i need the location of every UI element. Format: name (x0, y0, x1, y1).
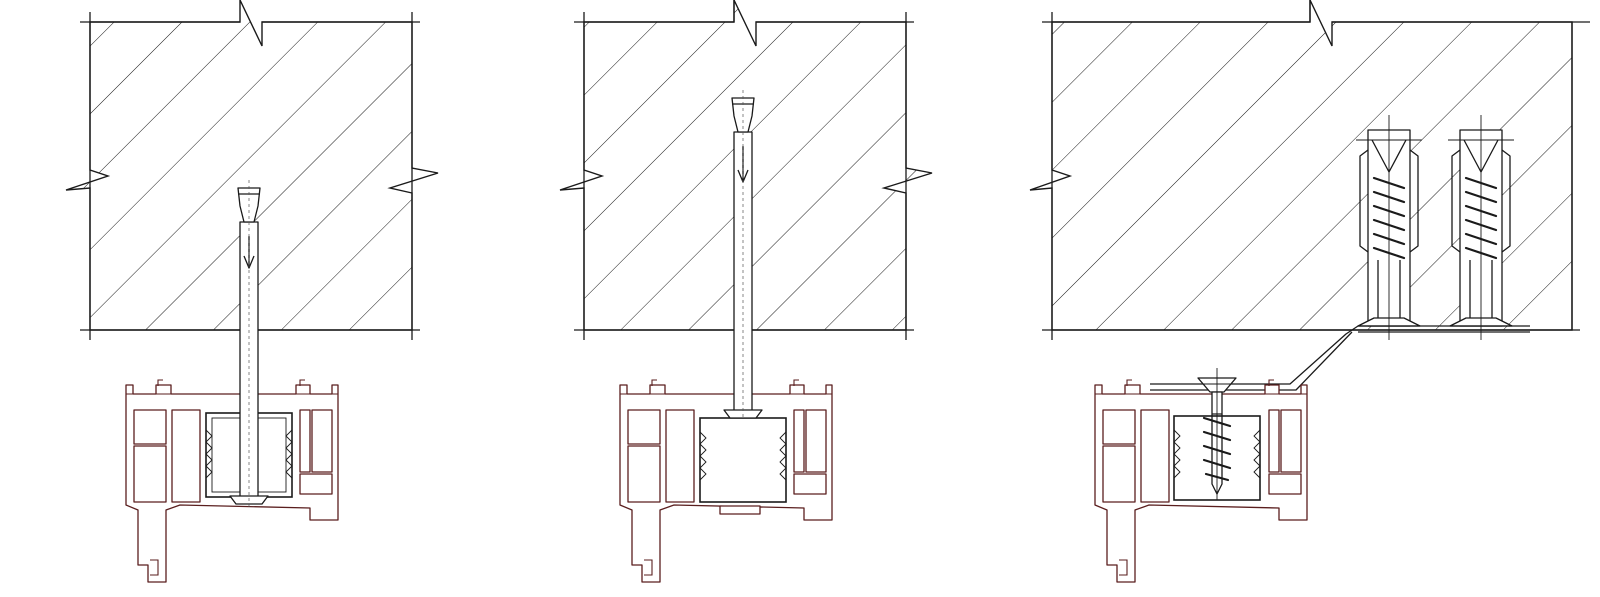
countersunk-screw (1196, 368, 1238, 500)
mounting-bracket (1150, 325, 1530, 391)
masonry-wall (1029, 0, 1590, 340)
panel-frame-anchor-short (65, 0, 439, 583)
panel-frame-anchor-long (559, 0, 933, 583)
panel-plug-and-screw (1029, 0, 1590, 583)
steel-reinforcement (699, 417, 787, 503)
wall-plug-left (1356, 115, 1422, 340)
masonry-wall (65, 0, 439, 340)
frame-anchor-bolt (229, 180, 269, 510)
frame-anchor-bolt (723, 90, 763, 420)
